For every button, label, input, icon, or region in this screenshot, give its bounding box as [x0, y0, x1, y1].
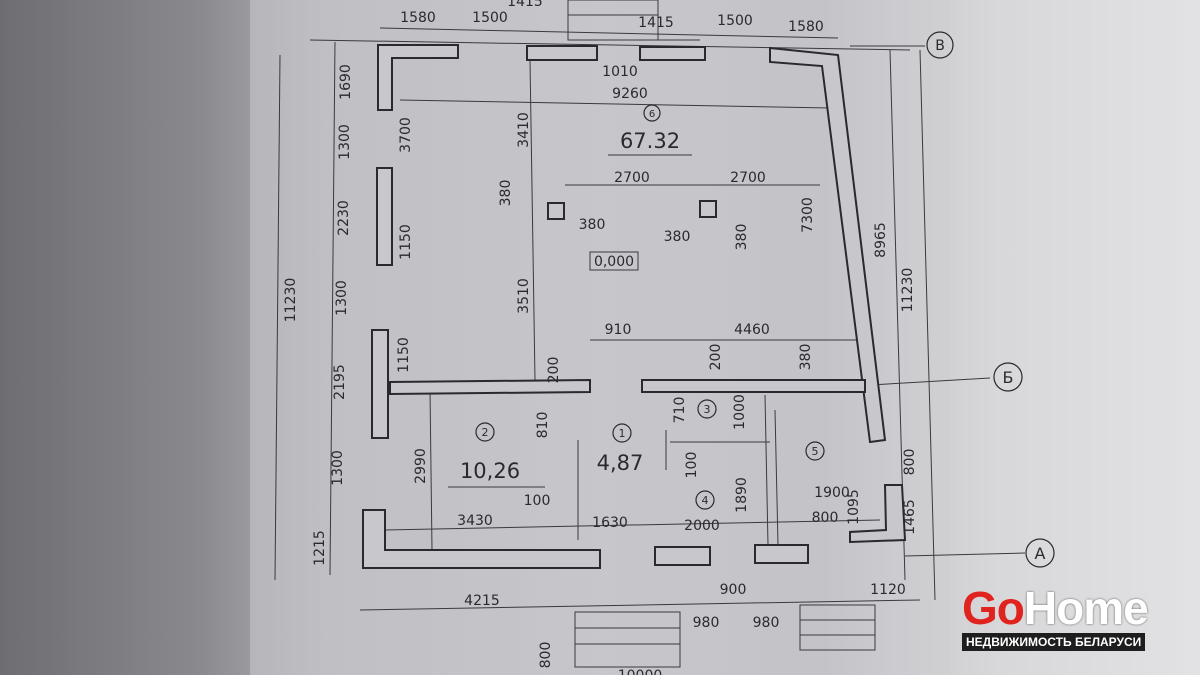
dim-left-11230: 11230 — [283, 278, 299, 323]
dim-980-a: 980 — [693, 615, 720, 631]
dim-left-1215: 1215 — [312, 530, 328, 566]
dim-column-380-h1: 380 — [579, 217, 606, 233]
dim-810: 810 — [535, 412, 551, 439]
dim-2700-a: 2700 — [614, 170, 650, 186]
dim-900: 900 — [720, 582, 747, 598]
dim-10000: 10000 — [618, 668, 663, 675]
dim-left-1300-a: 1300 — [337, 124, 353, 160]
dim-7300: 7300 — [800, 197, 816, 233]
dim-100-a: 100 — [524, 493, 551, 509]
room-3-number: 3 — [704, 403, 711, 416]
dim-800-bottom: 800 — [538, 642, 554, 669]
axis-b-label: Б — [1003, 368, 1014, 387]
gohome-logo: GoHome НЕДВИЖИМОСТЬ БЕЛАРУСИ — [962, 585, 1158, 651]
dim-1150-b: 1150 — [396, 337, 412, 373]
dimension-lines — [274, 27, 1026, 611]
room-6-marker — [643, 104, 661, 122]
dim-3510: 3510 — [516, 278, 532, 314]
axis-v-label: В — [935, 38, 945, 54]
logo-home: Home — [1023, 582, 1149, 634]
dim-left-1690: 1690 — [338, 64, 354, 100]
dim-1900: 1900 — [814, 485, 850, 501]
dim-top-1415-b: 1415 — [638, 15, 674, 31]
dim-1000: 1000 — [732, 394, 748, 430]
dim-4460: 4460 — [734, 322, 770, 338]
column-1 — [547, 202, 565, 220]
room-3-marker — [697, 399, 717, 419]
dim-8965: 8965 — [873, 222, 889, 258]
dim-column-380-h2: 380 — [664, 229, 691, 245]
dim-1095: 1095 — [846, 489, 862, 525]
axis-a-label: А — [1035, 544, 1046, 563]
dim-980-b: 980 — [753, 615, 780, 631]
room-4-number: 4 — [702, 494, 709, 507]
room-6-area: 67.32 — [620, 129, 680, 153]
room-6-number: 6 — [649, 109, 655, 120]
dim-2700-b: 2700 — [730, 170, 766, 186]
dim-left-1300-b: 1300 — [334, 280, 350, 316]
dim-1890: 1890 — [734, 477, 750, 513]
dim-710: 710 — [672, 397, 688, 424]
dim-3700: 3700 — [398, 117, 414, 153]
room-4-marker — [695, 490, 715, 510]
room-1-number: 1 — [619, 427, 626, 440]
dim-9260: 9260 — [612, 86, 648, 102]
column-2 — [699, 200, 717, 218]
dim-door-1010: 1010 — [602, 64, 638, 80]
dim-left-1300-c: 1300 — [330, 450, 346, 486]
dim-1120: 1120 — [870, 582, 906, 598]
room-1-area: 4,87 — [597, 451, 644, 475]
room-2-marker — [475, 422, 495, 442]
dim-380-c: 380 — [798, 344, 814, 371]
dim-800-b: 800 — [902, 449, 918, 476]
dim-column-380-v1: 380 — [498, 180, 514, 207]
dim-100-b: 100 — [684, 452, 700, 479]
dim-4215: 4215 — [464, 593, 500, 609]
dim-3410: 3410 — [516, 112, 532, 148]
dim-200-a: 200 — [546, 357, 562, 384]
dim-left-2230: 2230 — [336, 200, 352, 236]
dim-200-b: 200 — [708, 344, 724, 371]
room-2-number: 2 — [482, 426, 489, 439]
dim-right-11230: 11230 — [900, 268, 916, 313]
dim-top-1500-right: 1500 — [717, 13, 753, 29]
dim-2000: 2000 — [684, 518, 720, 534]
dim-800-a: 800 — [812, 510, 839, 526]
dim-top-1415-a: 1415 — [507, 0, 543, 10]
level-mark: 0,000 — [594, 254, 634, 270]
axis-a-marker — [1025, 538, 1055, 568]
room-1-marker — [612, 423, 632, 443]
logo-subtitle: НЕДВИЖИМОСТЬ БЕЛАРУСИ — [962, 633, 1146, 651]
dim-column-380-v2: 380 — [734, 224, 750, 251]
dim-top-1580-left: 1580 — [400, 10, 436, 26]
dim-1465: 1465 — [902, 499, 918, 535]
room-5-marker — [805, 441, 825, 461]
room-2-area: 10,26 — [460, 459, 520, 483]
dim-2990: 2990 — [413, 448, 429, 484]
axis-b-marker — [993, 362, 1023, 392]
logo-go: Go — [962, 582, 1025, 634]
dim-910: 910 — [605, 322, 632, 338]
stairs — [567, 0, 876, 668]
dim-1630: 1630 — [592, 515, 628, 531]
axis-v-marker — [926, 31, 954, 59]
room-5-number: 5 — [812, 445, 819, 458]
dim-top-1500-left: 1500 — [472, 10, 508, 26]
dim-1150-a: 1150 — [398, 224, 414, 260]
dim-3430: 3430 — [457, 513, 493, 529]
walls — [362, 44, 907, 569]
dim-top-1580-right: 1580 — [788, 19, 824, 35]
dim-left-2195: 2195 — [332, 364, 348, 400]
